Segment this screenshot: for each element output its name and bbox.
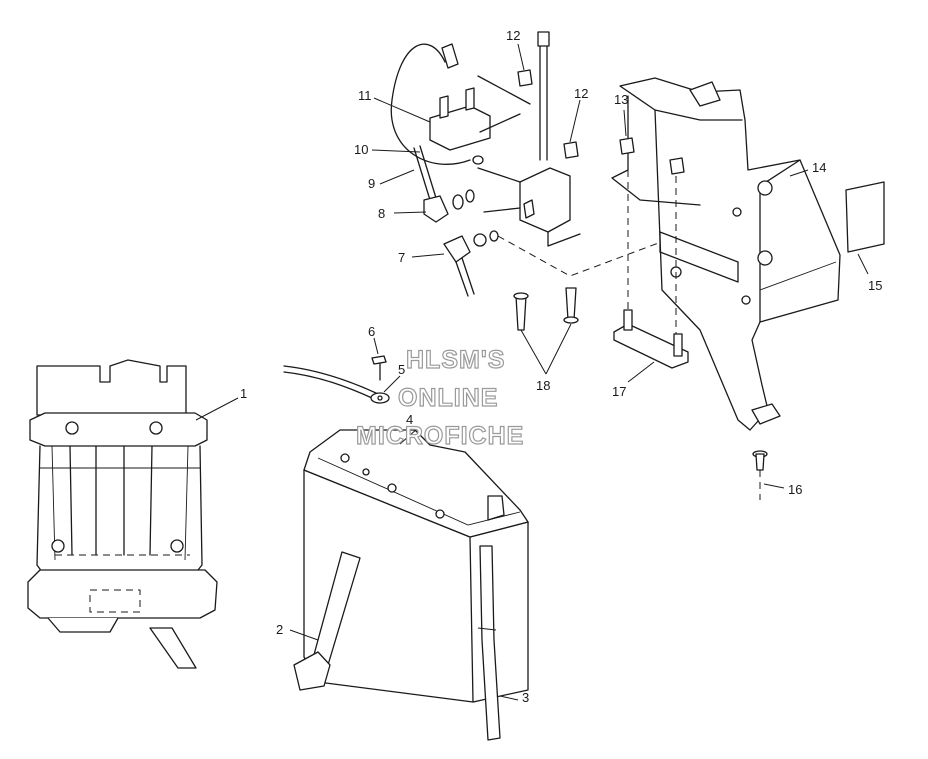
nut-13 (619, 137, 685, 336)
callout-16: 16 (788, 482, 802, 497)
callout-10: 10 (354, 142, 368, 157)
callout-4: 4 (406, 412, 413, 427)
screw-16 (752, 450, 768, 500)
leader-lines (195, 43, 869, 701)
mounting-bracket (611, 77, 841, 431)
callout-6: 6 (368, 324, 375, 339)
callout-5: 5 (398, 362, 405, 377)
callout-15: 15 (868, 278, 882, 293)
decal (845, 181, 885, 253)
battery-cable (283, 355, 390, 404)
callout-18: 18 (536, 378, 550, 393)
callout-7: 7 (398, 250, 405, 265)
stud-bracket (613, 309, 689, 369)
solenoid-assembly (390, 31, 689, 331)
callout-2: 2 (276, 622, 283, 637)
callout-11: 11 (358, 88, 372, 103)
callout-3: 3 (522, 690, 529, 705)
battery-strap (293, 551, 361, 691)
watermark-line-3: MICROFICHE (356, 422, 524, 450)
watermark-line-1: HLSM'S (406, 346, 505, 374)
callout-17: 17 (612, 384, 626, 399)
callout-8: 8 (378, 206, 385, 221)
vent-tube (477, 545, 501, 741)
callout-12-right: 12 (574, 86, 588, 101)
watermark: HLSM'S ONLINE MICROFICHE (355, 345, 524, 450)
battery-holder (27, 359, 218, 669)
battery (303, 429, 529, 703)
callout-12-top: 12 (506, 28, 520, 43)
callout-1: 1 (240, 386, 247, 401)
callout-14: 14 (812, 160, 826, 175)
callouts: 1 2 3 4 5 6 7 8 9 10 11 12 12 13 14 15 1… (240, 28, 882, 705)
callout-13: 13 (614, 92, 628, 107)
callout-9: 9 (368, 176, 375, 191)
watermark-line-2: ONLINE (398, 384, 498, 412)
